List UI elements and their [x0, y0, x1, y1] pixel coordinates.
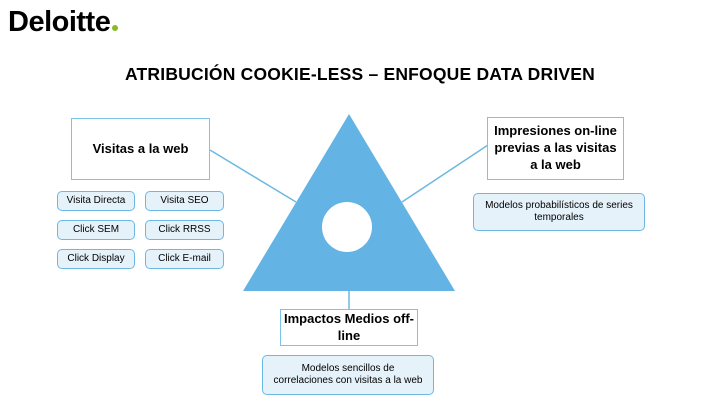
impactos-method-chip: Modelos sencillos de correlaciones con v… [262, 355, 434, 395]
channel-chip-label: Click Display [67, 252, 125, 264]
channel-chip: Click SEM [57, 220, 135, 240]
channel-chip-label: Click E-mail [158, 252, 211, 264]
impactos-offline-label: Impactos Medios off-line [283, 310, 414, 343]
channel-chip: Visita SEO [145, 191, 224, 211]
logo-text: Deloitte [8, 6, 111, 38]
slide-title: ATRIBUCIÓN COOKIE-LESS – ENFOQUE DATA DR… [125, 64, 595, 84]
visitas-web-box: Visitas a la web [71, 118, 210, 180]
impresiones-online-label: Impresiones on-line previas a las visita… [494, 123, 617, 172]
impresiones-online-box: Impresiones on-line previas a las visita… [487, 117, 624, 180]
visitas-web-label: Visitas a la web [92, 140, 189, 156]
channel-chip: Click E-mail [145, 249, 224, 269]
channel-chip: Click Display [57, 249, 135, 269]
triangle-center-circle [322, 202, 372, 252]
channel-chip: Click RRSS [145, 220, 224, 240]
connector-right [401, 144, 489, 203]
channel-chip-label: Click RRSS [158, 223, 211, 235]
impresiones-method-label: Modelos probabilísticos de series tempor… [485, 199, 633, 224]
deloitte-logo: Deloitte [8, 6, 119, 39]
channel-chip-label: Click SEM [72, 223, 120, 235]
logo-dot [112, 25, 119, 31]
impresiones-method-chip: Modelos probabilísticos de series tempor… [473, 193, 645, 231]
channel-chip: Visita Directa [57, 191, 135, 211]
impactos-method-label: Modelos sencillos de correlaciones con v… [273, 362, 423, 387]
impactos-offline-box: Impactos Medios off-line [280, 309, 418, 346]
channel-chip-label: Visita SEO [160, 194, 209, 206]
connector-left [209, 149, 297, 203]
channel-chip-label: Visita Directa [66, 194, 126, 206]
